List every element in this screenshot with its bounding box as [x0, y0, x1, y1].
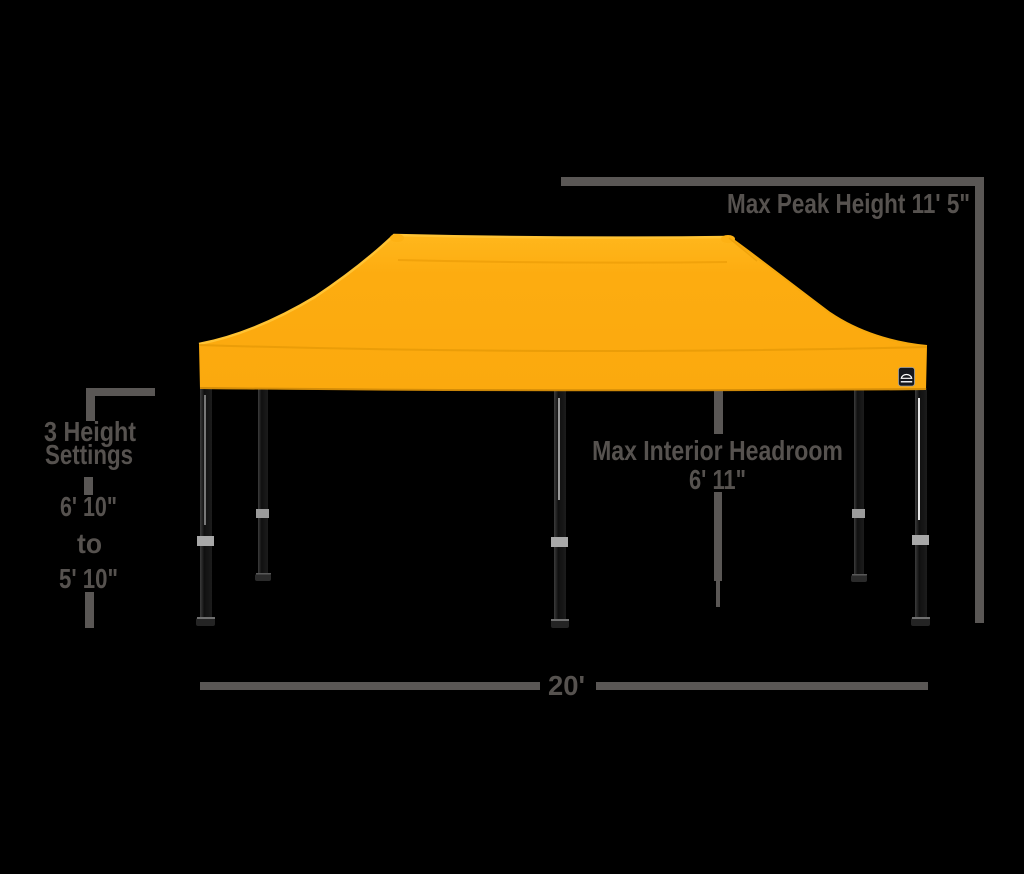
svg-text:3 Height: 3 Height — [44, 417, 136, 447]
svg-text:6' 10": 6' 10" — [60, 491, 117, 522]
svg-text:to: to — [77, 527, 102, 559]
svg-text:Max Interior Headroom: Max Interior Headroom — [592, 436, 843, 467]
svg-text:Settings: Settings — [45, 440, 133, 471]
svg-text:5' 10": 5' 10" — [59, 564, 118, 595]
svg-text:Max Peak Height 11' 5": Max Peak Height 11' 5" — [727, 189, 970, 220]
svg-text:6' 11": 6' 11" — [689, 464, 746, 495]
svg-text:20': 20' — [548, 670, 585, 701]
